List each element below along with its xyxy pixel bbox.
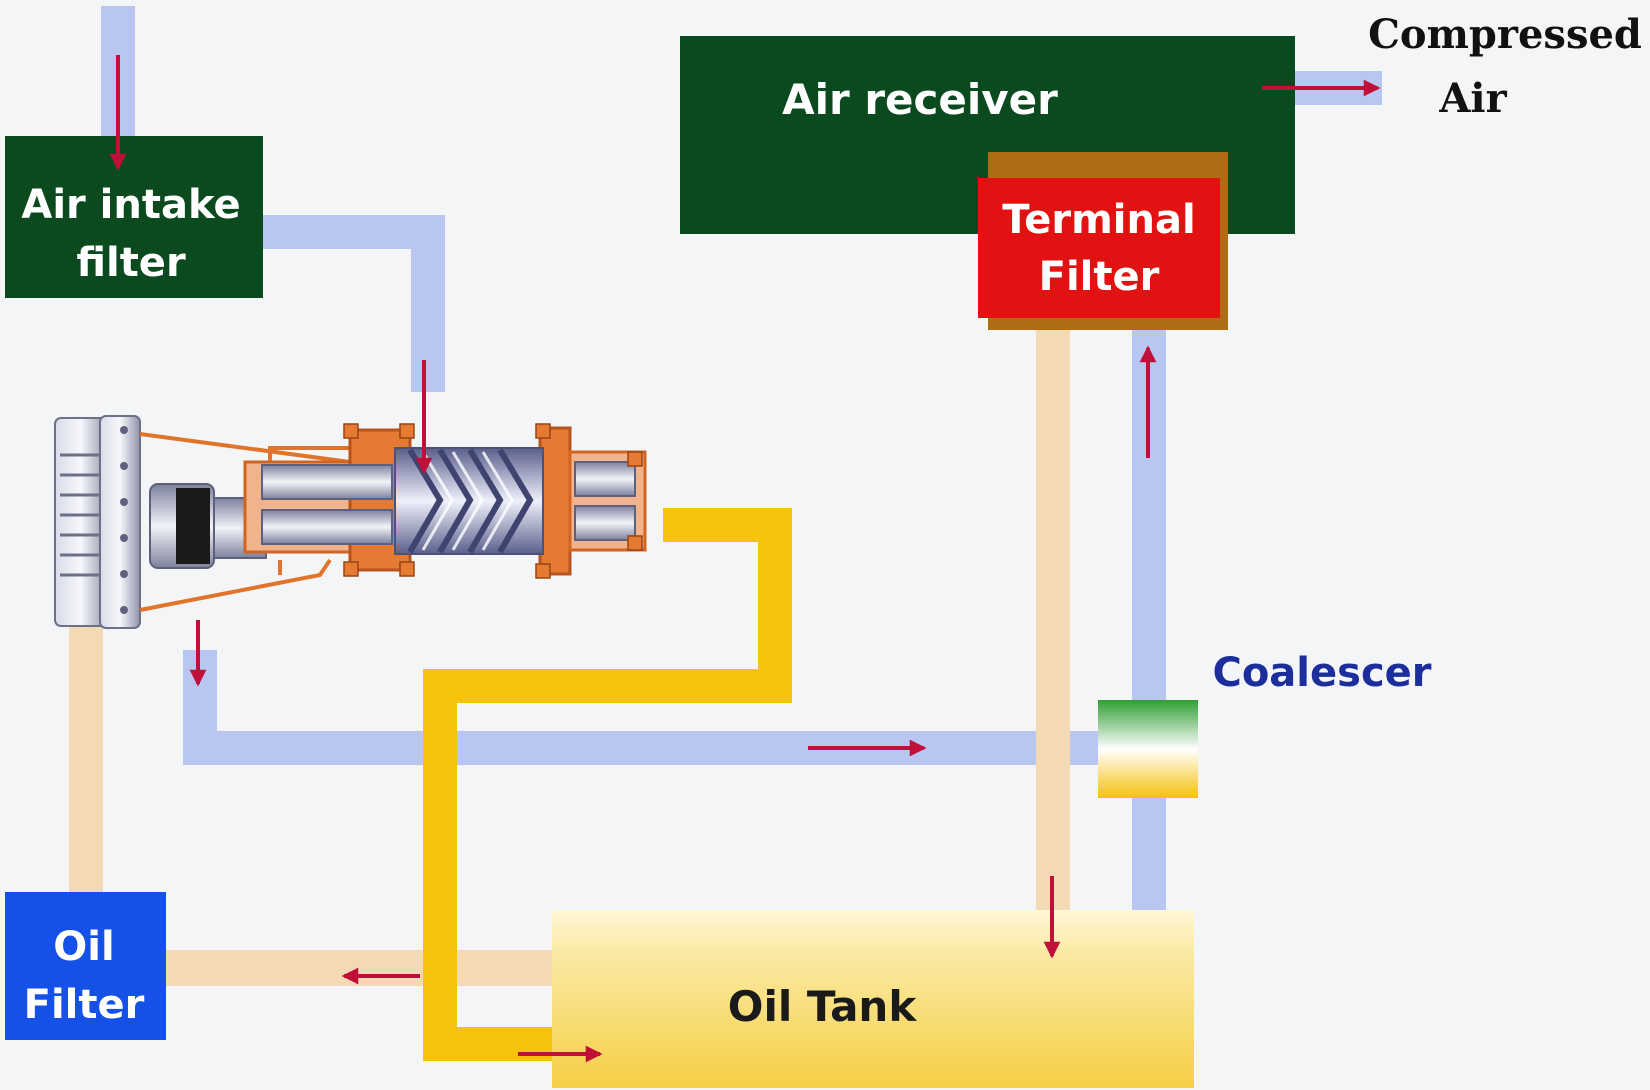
oil-tank-label: Oil Tank xyxy=(728,982,918,1031)
flow-arrows xyxy=(109,55,1381,1063)
terminal-filter: Terminal Filter xyxy=(978,152,1228,330)
compressed-air-label-line1: Compressed xyxy=(1368,11,1642,58)
oil-drain-pipe xyxy=(1036,320,1070,920)
hot-oil-pipe xyxy=(423,508,792,1061)
compressed-air-label-line2: Air xyxy=(1438,75,1507,122)
filter-to-compressor-pipe xyxy=(262,215,445,392)
screw-compressor-assembly xyxy=(54,415,647,629)
oil-tank: Oil Tank xyxy=(552,910,1194,1088)
coalescer-label: Coalescer xyxy=(1212,650,1431,696)
oil-filter-label-line2: Filter xyxy=(24,982,145,1028)
air-receiver-label: Air receiver xyxy=(782,75,1058,124)
screw-rotors xyxy=(394,447,544,555)
terminal-filter-label-line2: Filter xyxy=(1039,254,1160,300)
coalescer: Coalescer xyxy=(1098,650,1432,798)
oil-filter: Oil Filter xyxy=(5,892,166,1040)
terminal-filter-label-line1: Terminal xyxy=(1002,197,1195,243)
air-intake-filter-label-line2: filter xyxy=(76,240,186,286)
air-intake-filter-label-line1: Air intake xyxy=(21,182,240,228)
tank-to-filter-oil-pipe xyxy=(162,950,557,986)
motor-end-cap xyxy=(54,415,141,629)
oil-filter-label-line1: Oil xyxy=(53,924,114,970)
air-intake-filter: Air intake filter xyxy=(5,136,263,298)
